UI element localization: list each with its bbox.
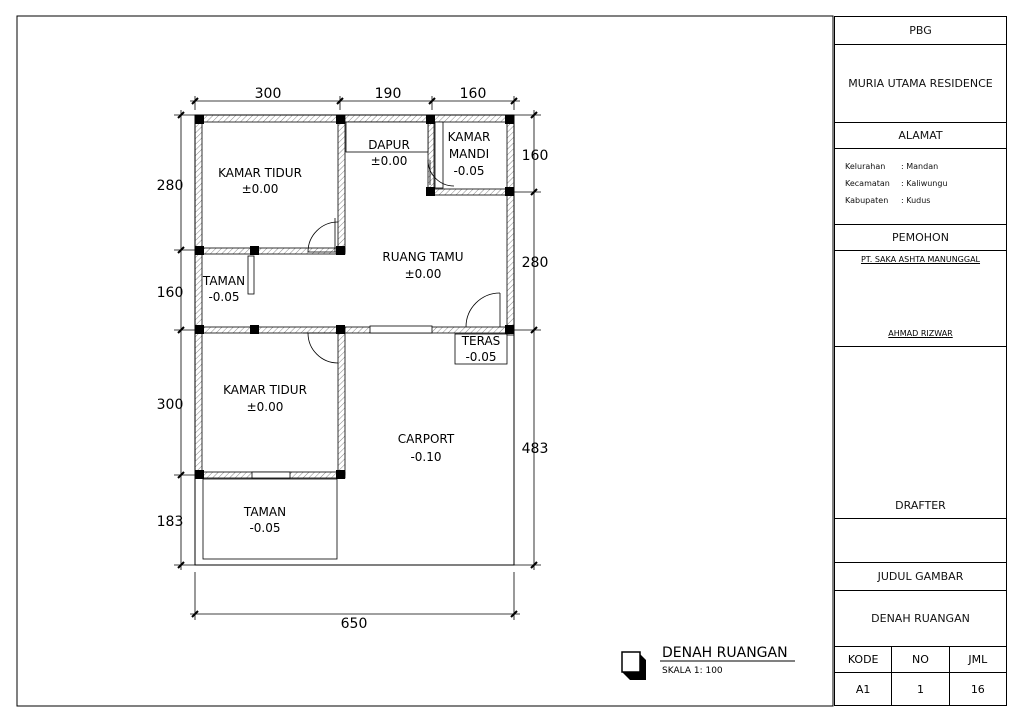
room-kamar-tidur-1-level: ±0.00 — [242, 182, 279, 196]
dim-top-1: 300 — [255, 86, 282, 102]
dim-left-4: 183 — [157, 514, 184, 530]
room-carport: CARPORT — [398, 432, 455, 446]
caption-scale: SKALA 1: 100 — [662, 666, 723, 676]
window-ruang-tamu — [369, 325, 433, 334]
code-value-row: A1 1 16 — [835, 673, 1006, 705]
address-line-2: Kecamatan: Kaliwungu — [845, 179, 948, 188]
person-name: AHMAD RIZWAR — [888, 329, 953, 338]
dim-left-3: 300 — [157, 397, 184, 413]
room-carport-level: -0.10 — [410, 450, 441, 464]
address-line-1: Kelurahan: Mandan — [845, 162, 939, 171]
taman-planter — [202, 478, 338, 560]
jml-header: JML — [968, 653, 988, 666]
drafter-label: DRAFTER — [895, 499, 946, 512]
bath-fixture — [434, 121, 444, 189]
room-kamar-tidur-2-level: ±0.00 — [247, 400, 284, 414]
room-kamar-mandi: KAMAR — [448, 130, 491, 144]
judul-label: JUDUL GAMBAR — [835, 563, 1006, 591]
window-taman — [251, 471, 291, 479]
kode-header: KODE — [835, 647, 893, 672]
window-taman-side — [247, 255, 255, 295]
sheet-border — [16, 15, 834, 707]
room-dapur: DAPUR — [368, 138, 410, 152]
jml-value: 16 — [970, 682, 985, 696]
room-taman-2: TAMAN — [243, 505, 286, 519]
dim-bottom: 650 — [341, 616, 368, 632]
judul-value: DENAH RUANGAN — [835, 591, 1006, 647]
dimension-ticks — [177, 97, 538, 618]
box-icon — [621, 651, 646, 680]
room-taman-1: TAMAN — [202, 274, 245, 288]
title-block: PBG MURIA UTAMA RESIDENCE ALAMAT Kelurah… — [834, 16, 1007, 706]
room-kamar-mandi-2: MANDI — [449, 147, 489, 161]
project-name: MURIA UTAMA RESIDENCE — [835, 45, 1006, 123]
room-taman-2-level: -0.05 — [249, 521, 280, 535]
teras-step — [454, 333, 508, 365]
room-ruang-tamu: RUANG TAMU — [382, 250, 463, 264]
dim-right-2: 280 — [522, 255, 549, 271]
alamat-label: ALAMAT — [835, 123, 1006, 149]
walls — [194, 114, 515, 479]
company-name: PT. SAKA ASHTA MANUNGGAL — [860, 255, 981, 264]
room-teras-level: -0.05 — [465, 350, 496, 364]
dim-right-3: 483 — [522, 441, 549, 457]
room-kamar-tidur-2: KAMAR TIDUR — [223, 383, 307, 397]
caption-title: DENAH RUANGAN — [662, 645, 788, 661]
no-value: 1 — [892, 673, 950, 705]
pemohon-box — [835, 251, 1006, 347]
no-header: NO — [892, 647, 950, 672]
kitchen-counter — [345, 121, 429, 153]
room-kamar-tidur-1: KAMAR TIDUR — [218, 166, 302, 180]
room-dapur-level: ±0.00 — [371, 154, 408, 168]
dim-left-2: 160 — [157, 285, 184, 301]
dimension-lines — [174, 96, 541, 620]
dim-left-1: 280 — [157, 178, 184, 194]
address-box — [835, 149, 1006, 225]
drafter-box: DRAFTER — [835, 347, 1006, 519]
address-line-3: Kabupaten: Kudus — [845, 196, 931, 205]
room-teras: TERAS — [461, 334, 501, 348]
room-taman-1-level: -0.05 — [208, 290, 239, 304]
columns — [195, 115, 514, 479]
drafter-blank — [835, 519, 1006, 563]
code-header-row: KODE NO JML — [835, 647, 1006, 673]
room-ruang-tamu-level: ±0.00 — [405, 267, 442, 281]
doors — [303, 159, 501, 364]
room-kamar-mandi-level: -0.05 — [453, 164, 484, 178]
dim-top-3: 160 — [460, 86, 487, 102]
pbg-label: PBG — [835, 17, 1006, 45]
pemohon-label: PEMOHON — [835, 225, 1006, 251]
dim-top-2: 190 — [375, 86, 402, 102]
kode-value: A1 — [835, 673, 893, 705]
dim-right-1: 160 — [522, 148, 549, 164]
